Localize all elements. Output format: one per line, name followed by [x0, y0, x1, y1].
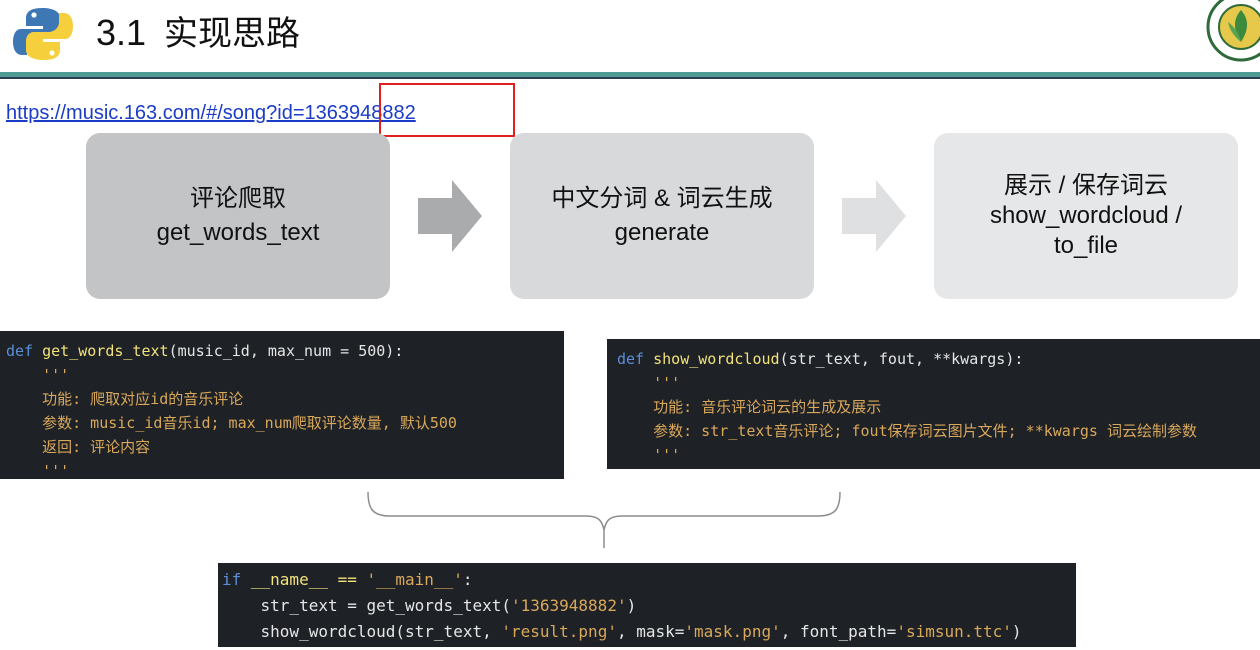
step-title: 展示 / 保存词云: [1003, 172, 1168, 199]
step-title: 中文分词 & 词云生成: [551, 185, 773, 212]
string-literal: 'result.png': [501, 622, 617, 641]
docstring: 参数: str_text音乐评论; fout保存词云图片文件; **kwargs…: [653, 422, 1197, 440]
step-function: generate: [614, 219, 710, 246]
keyword: def: [6, 342, 34, 360]
slide-title: 3.1 实现思路: [96, 10, 300, 57]
title-text: 实现思路: [164, 14, 301, 54]
code-line: 参数: str_text音乐评论; fout保存词云图片文件; **kwargs…: [617, 419, 1260, 443]
parameters: (music_id, max_num = 500):: [168, 342, 404, 360]
docstring: 参数: music_id音乐id; max_num爬取评论数量, 默认500: [42, 414, 457, 432]
string-literal: 'mask.png': [684, 622, 781, 641]
code-line: ''': [617, 443, 1260, 467]
docstring: 功能: 爬取对应id的音乐评论: [42, 390, 244, 408]
string-literal: 'simsun.ttc': [896, 622, 1012, 641]
song-id-highlight-box: [379, 83, 515, 137]
curly-brace-connector: [367, 491, 841, 548]
step-title: 评论爬取: [190, 185, 286, 212]
string-literal: '1363948882': [510, 596, 627, 615]
title-divider-dark: [0, 77, 1260, 79]
condition: __name__ ==: [241, 570, 367, 589]
code-text: ): [626, 596, 637, 615]
docstring: ''': [653, 446, 681, 464]
section-number: 3.1: [96, 12, 147, 53]
code-show-wordcloud: def show_wordcloud(str_text, fout, **kwa…: [607, 339, 1260, 469]
code-line: 功能: 爬取对应id的音乐评论: [6, 387, 564, 411]
docstring: 功能: 音乐评论词云的生成及展示: [653, 398, 882, 416]
code-line: ''': [6, 363, 564, 387]
punctuation: :: [462, 570, 473, 589]
string-literal: '__main__': [366, 570, 463, 589]
right-arrow-icon: [418, 180, 482, 252]
code-text: ): [1011, 622, 1022, 641]
right-arrow-icon: [842, 180, 906, 252]
code-line: 参数: music_id音乐id; max_num爬取评论数量, 默认500: [6, 411, 564, 435]
docstring: ''': [653, 374, 681, 392]
keyword: def: [617, 350, 645, 368]
code-text: , font_path=: [780, 622, 897, 641]
step-segment-generate: 中文分词 & 词云生成 generate: [510, 133, 814, 299]
university-seal-icon: [1206, 0, 1260, 62]
code-text: show_wordcloud(str_text,: [222, 622, 502, 641]
code-line: 功能: 音乐评论词云的生成及展示: [617, 395, 1260, 419]
python-logo-icon: [13, 8, 73, 60]
code-line: def show_wordcloud(str_text, fout, **kwa…: [617, 347, 1260, 371]
code-text: , mask=: [616, 622, 685, 641]
docstring: 返回: 评论内容: [42, 438, 151, 456]
docstring: ''': [42, 366, 70, 384]
song-url-link[interactable]: https://music.163.com/#/song?id=13639488…: [6, 102, 416, 124]
function-name: show_wordcloud: [653, 350, 780, 368]
code-get-words-text: def get_words_text(music_id, max_num = 5…: [0, 331, 564, 480]
title-divider: [0, 72, 1260, 77]
keyword: if: [222, 570, 242, 589]
code-text: str_text = get_words_text(: [222, 596, 511, 615]
code-line: str_text = get_words_text('1363948882'): [222, 593, 1076, 619]
function-name: get_words_text: [42, 342, 169, 360]
docstring: ''': [42, 462, 70, 480]
code-line: def get_words_text(music_id, max_num = 5…: [6, 339, 564, 363]
step-show-save: 展示 / 保存词云 show_wordcloud / to_file: [934, 133, 1238, 299]
code-line: if __name__ == '__main__':: [222, 567, 1076, 593]
step-crawl-comments: 评论爬取 get_words_text: [86, 133, 390, 299]
step-function: get_words_text: [156, 219, 320, 246]
code-line: ''': [6, 459, 564, 483]
code-line: 返回: 评论内容: [6, 435, 564, 459]
code-line: show_wordcloud(str_text, 'result.png', m…: [222, 619, 1076, 645]
code-main-entry: if __name__ == '__main__': str_text = ge…: [218, 563, 1076, 647]
parameters: (str_text, fout, **kwargs):: [779, 350, 1024, 368]
code-line: ''': [617, 371, 1260, 395]
step-function: show_wordcloud /: [989, 202, 1183, 229]
step-function-cont: to_file: [1053, 232, 1119, 259]
